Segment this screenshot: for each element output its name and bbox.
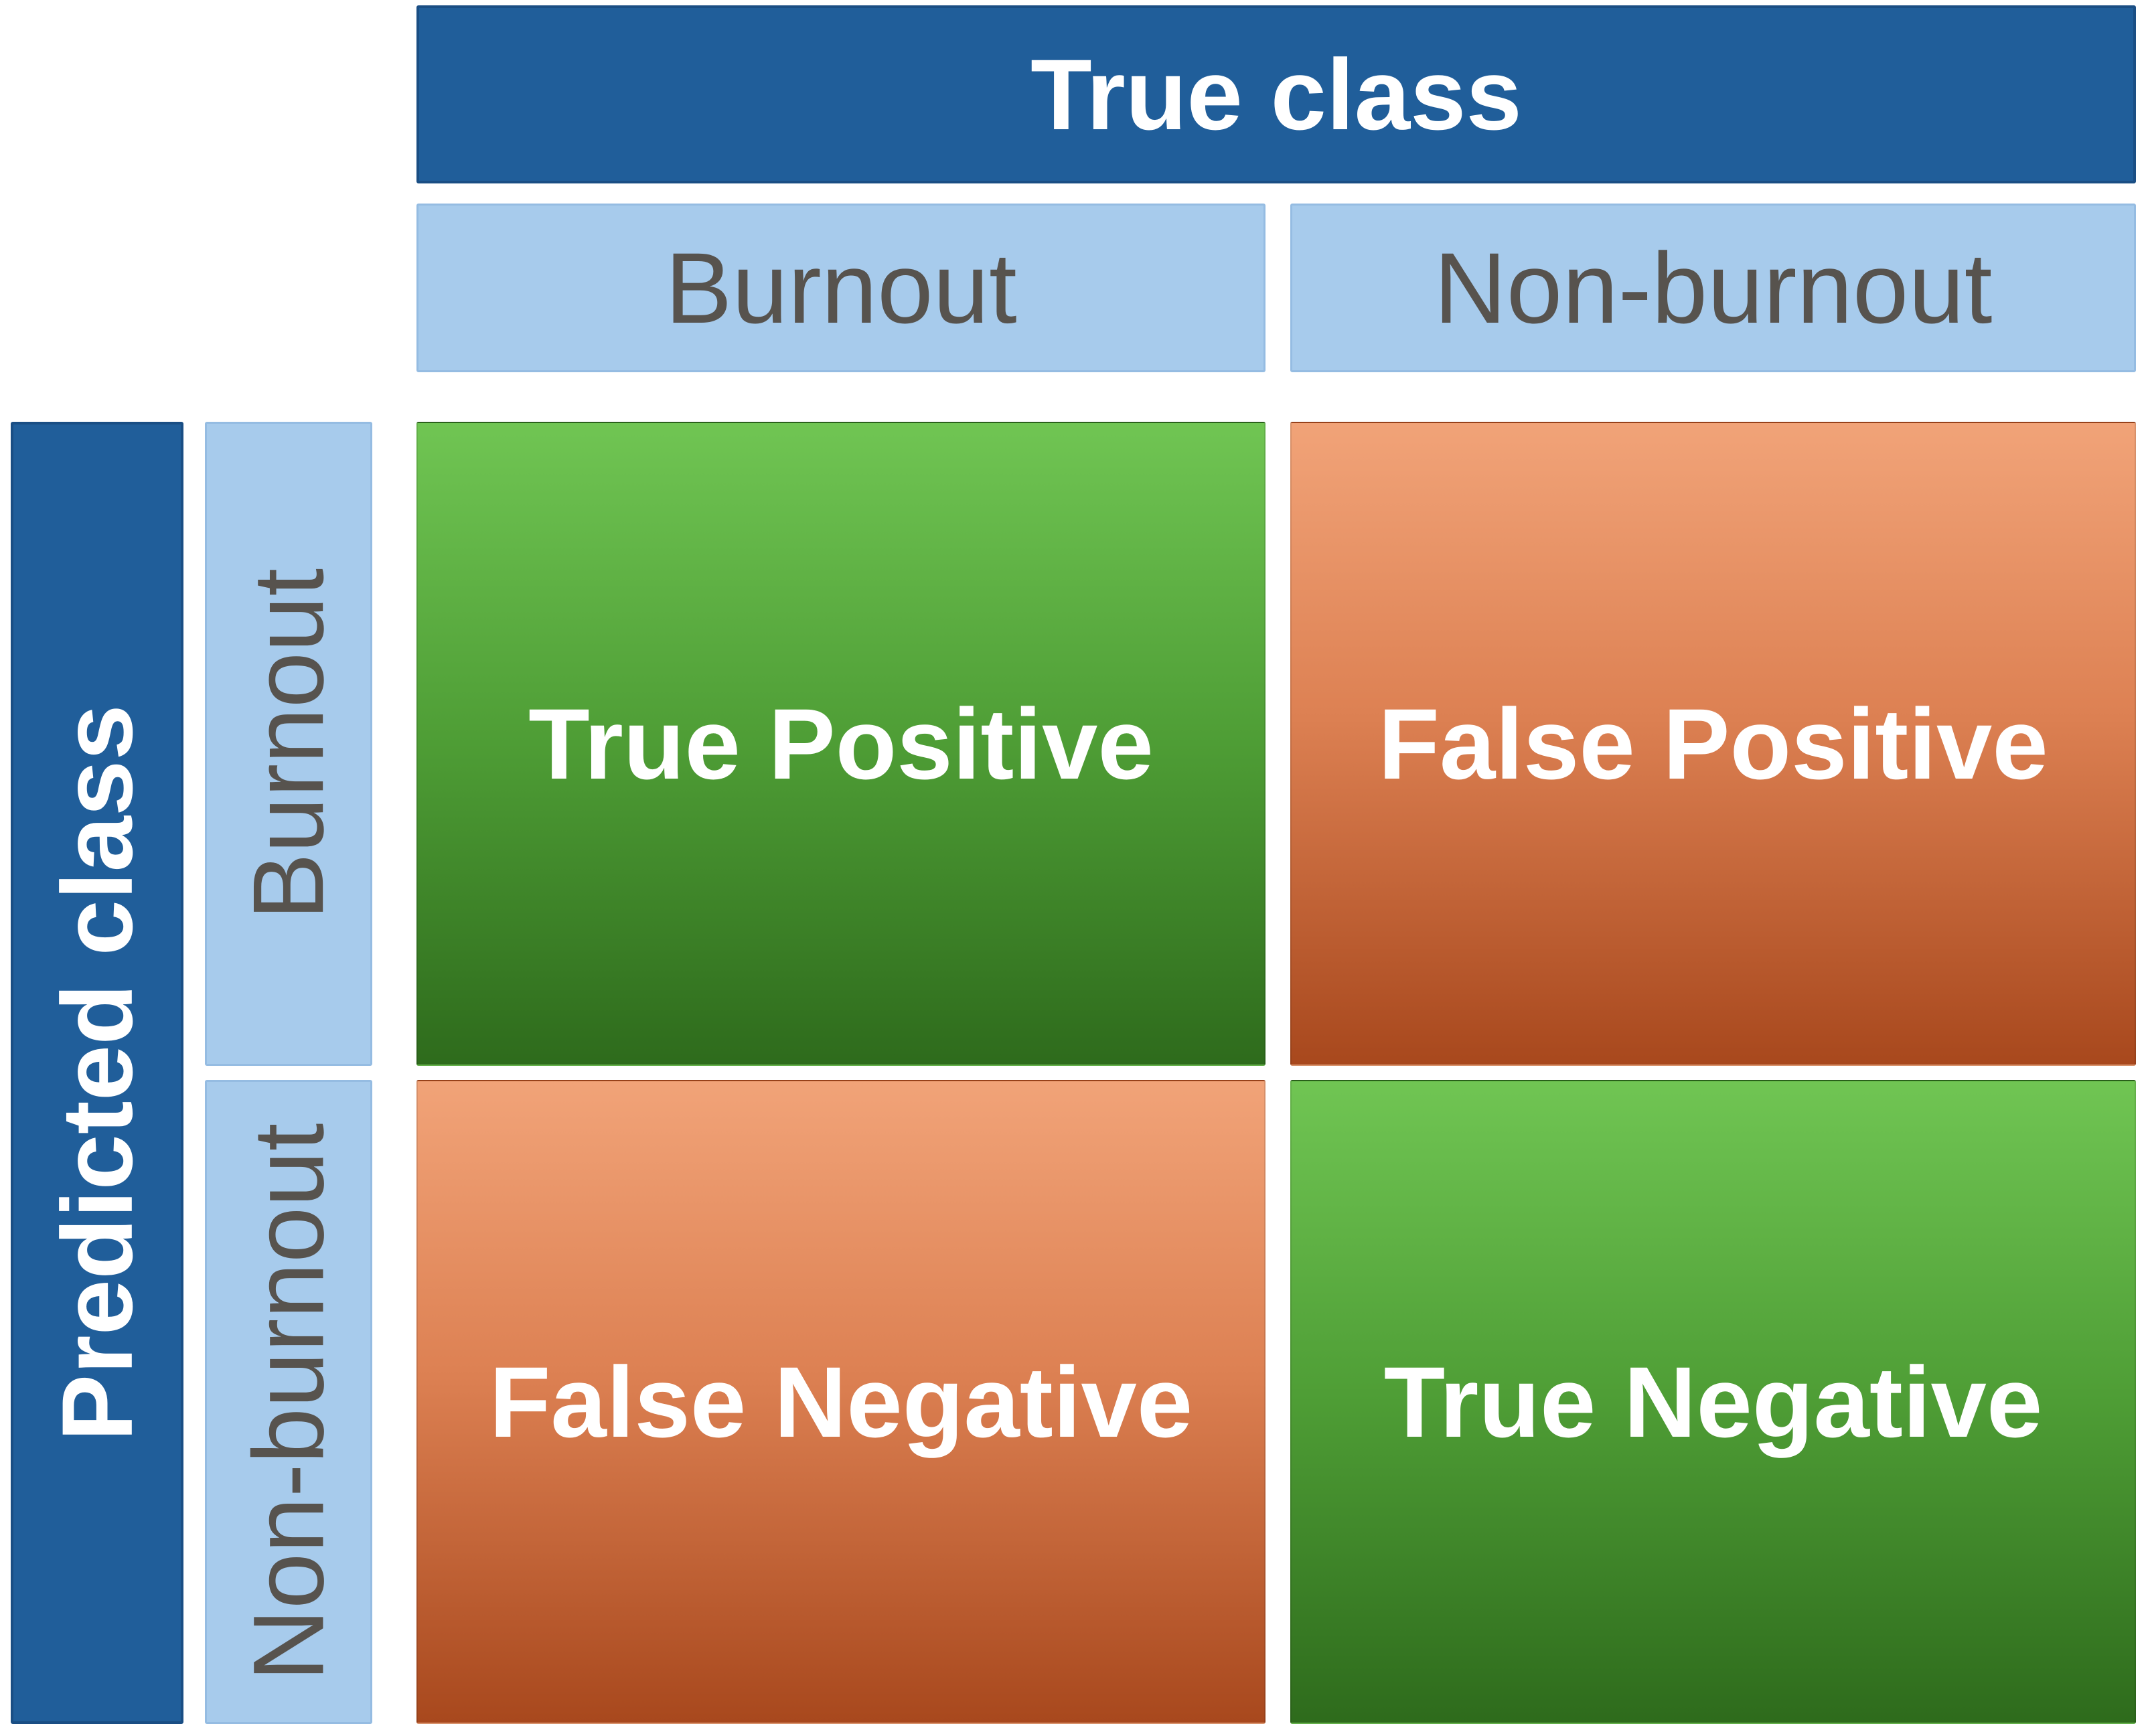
predicted-class-axis-title: Predicted class (40, 704, 153, 1441)
true-class-axis-title: True class (1030, 37, 1522, 151)
column-header-burnout-label: Burnout (665, 231, 1017, 344)
cell-false-negative-label: False Negative (489, 1345, 1193, 1458)
column-header-burnout: Burnout (416, 204, 1265, 372)
cell-false-positive: False Positive (1290, 422, 2136, 1066)
cell-true-positive: True Positive (416, 422, 1265, 1066)
cell-false-negative: False Negative (416, 1080, 1265, 1724)
cell-true-negative: True Negative (1290, 1080, 2136, 1724)
column-header-non-burnout-label: Non-burnout (1434, 231, 1993, 344)
predicted-class-axis-banner: Predicted class (11, 422, 183, 1724)
cell-true-positive-label: True Positive (528, 687, 1154, 800)
row-header-non-burnout-label: Non-burnout (232, 1123, 345, 1681)
column-header-non-burnout: Non-burnout (1290, 204, 2136, 372)
row-header-non-burnout: Non-burnout (205, 1080, 372, 1724)
true-class-axis-banner: True class (416, 5, 2136, 183)
row-header-burnout-label: Burnout (232, 568, 345, 920)
cell-false-positive-label: False Positive (1378, 687, 2048, 800)
row-header-burnout: Burnout (205, 422, 372, 1066)
cell-true-negative-label: True Negative (1383, 1345, 2043, 1458)
